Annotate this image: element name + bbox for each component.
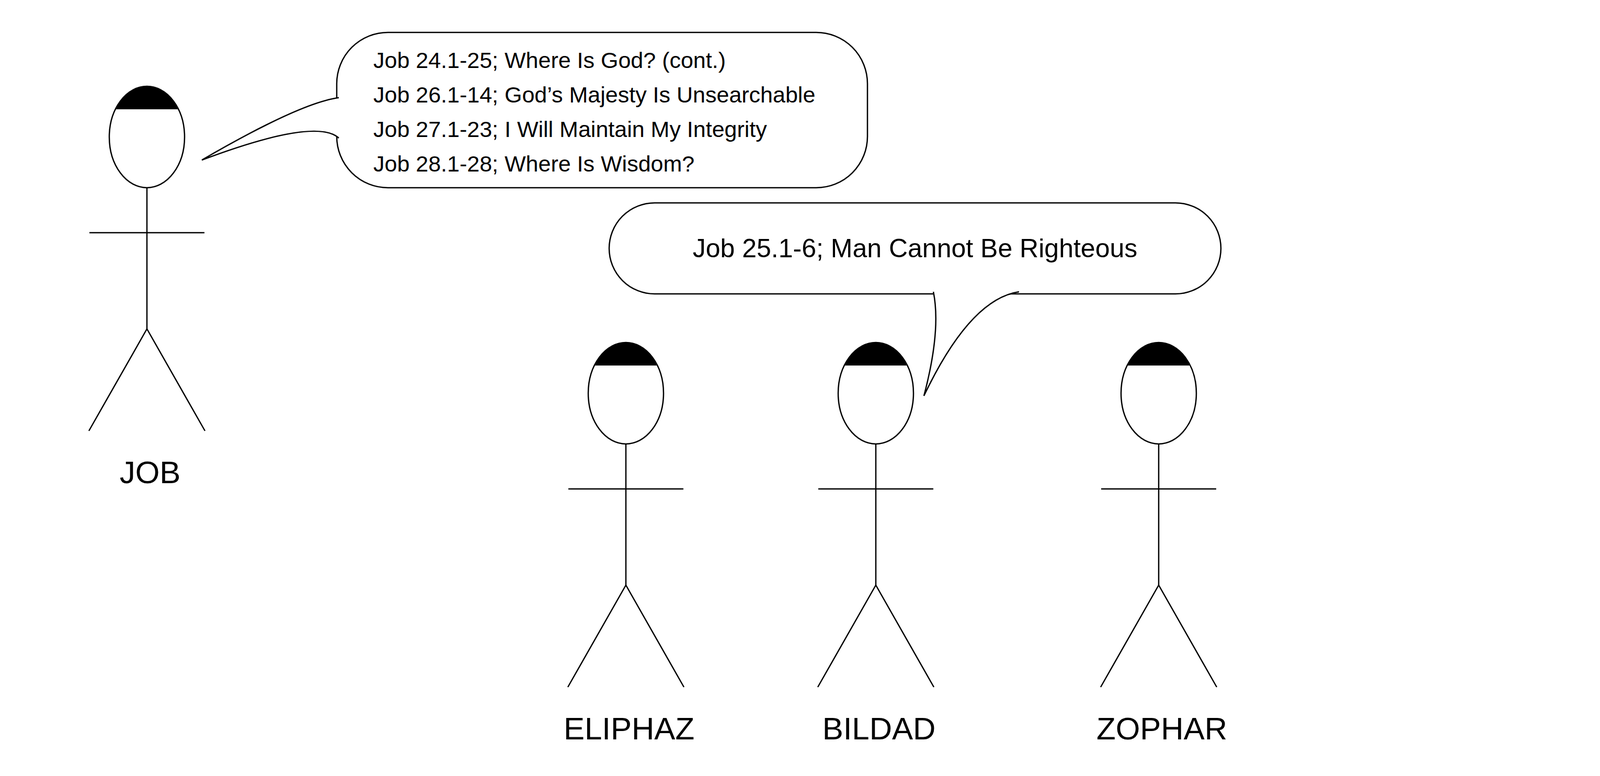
head xyxy=(1121,342,1197,444)
figure-name: ELIPHAZ xyxy=(563,713,695,745)
hair-cap xyxy=(1121,342,1197,366)
limb xyxy=(1158,443,1160,586)
hair-cap xyxy=(109,86,185,110)
limb xyxy=(146,187,148,329)
bubble-text: Job 27.1-23; I Will Maintain My Integrit… xyxy=(373,111,768,147)
limb xyxy=(88,328,205,431)
figure-name: ZOPHAR xyxy=(1096,713,1228,745)
head xyxy=(588,342,664,444)
bubble-tail-fill xyxy=(923,291,1020,396)
bubble-text: Job 26.1-14; God’s Majesty Is Unsearchab… xyxy=(373,77,816,112)
bubble-tail-fill xyxy=(201,97,339,160)
stick-figure xyxy=(567,342,684,688)
head xyxy=(838,342,914,444)
limb xyxy=(1101,488,1217,490)
head xyxy=(109,86,185,188)
bubble-outline xyxy=(609,202,1221,294)
bubble-tail xyxy=(201,97,339,160)
bubble-text: Job 24.1-25; Where Is God? (cont.) xyxy=(373,42,726,78)
speech-bubble: Job 24.1-25; Where Is God? (cont.)Job 26… xyxy=(336,32,868,188)
limb xyxy=(817,585,934,688)
bubble-text: Job 25.1-6; Man Cannot Be Righteous xyxy=(692,232,1138,265)
stick-figure xyxy=(1100,342,1217,688)
stick-figure xyxy=(88,86,205,431)
bubble-tail xyxy=(923,291,1020,396)
bubble-outline xyxy=(336,32,868,188)
speech-bubble: Job 25.1-6; Man Cannot Be Righteous xyxy=(609,202,1221,294)
limb xyxy=(567,585,684,688)
limb xyxy=(1100,585,1217,688)
limb xyxy=(625,443,627,586)
stick-figure xyxy=(817,342,934,688)
bubble-text: Job 28.1-28; Where Is Wisdom? xyxy=(373,146,695,181)
hair-cap xyxy=(838,342,914,366)
limb xyxy=(818,488,934,490)
limb xyxy=(875,443,877,586)
limb xyxy=(89,232,205,234)
figure-name: JOB xyxy=(119,456,181,489)
hair-cap xyxy=(588,342,664,366)
figure-name: BILDAD xyxy=(822,713,936,745)
limb xyxy=(568,488,684,490)
